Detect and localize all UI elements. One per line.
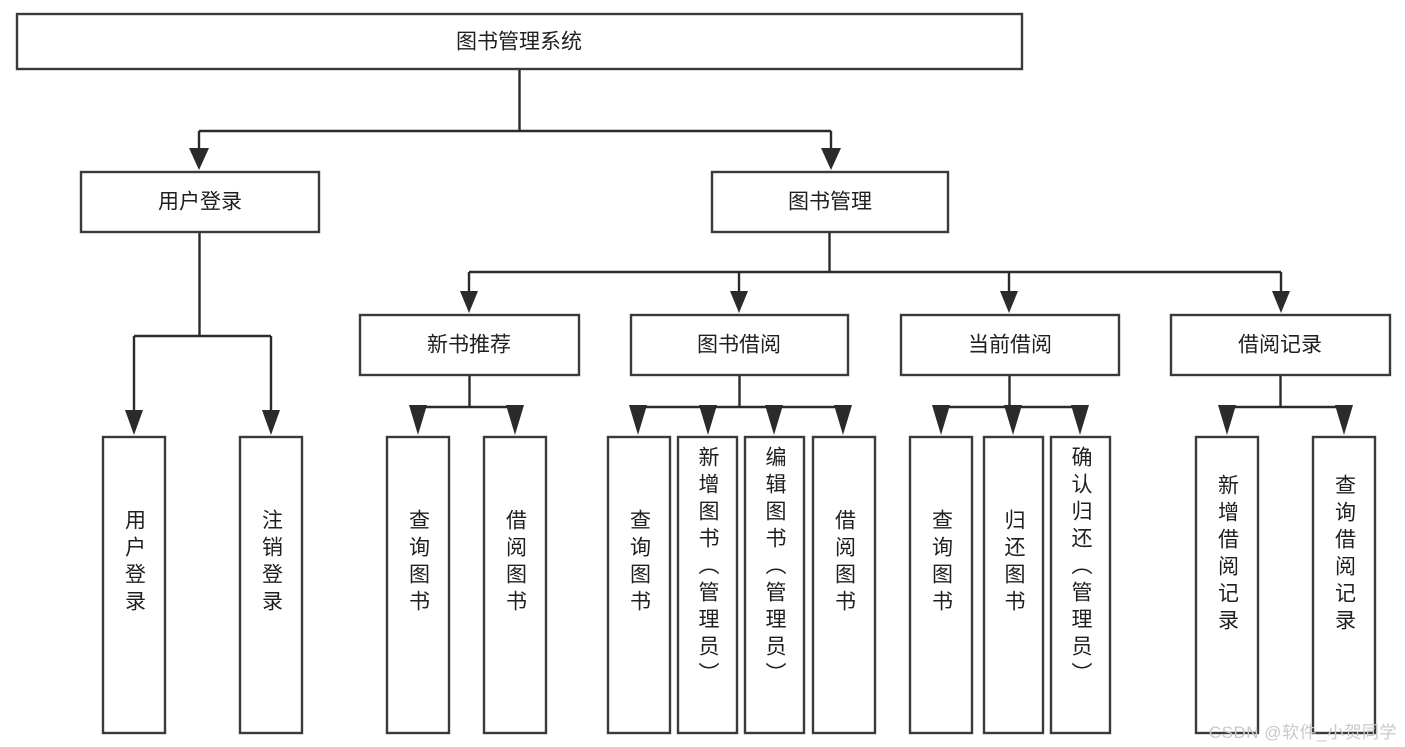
node-current-borrow-box[interactable] <box>899 313 1121 377</box>
node-root-box[interactable] <box>15 12 1024 71</box>
arrow-record-leaf-1 <box>1218 405 1236 435</box>
node-user-login-label: 用户登录 <box>158 191 242 214</box>
leaf-box-query-borrow-record[interactable] <box>1311 435 1377 735</box>
arrow-newbook-leaf-1 <box>409 405 427 435</box>
arrow-current-leaf-3 <box>1071 405 1089 435</box>
node-root[interactable]: 图书管理系统 <box>15 12 1024 71</box>
arrow-borrow-leaf-4 <box>834 405 852 435</box>
watermark: CSDN @软件_小贺同学 <box>1208 723 1397 742</box>
leaf-box-query-book-borrow[interactable] <box>606 435 672 735</box>
arrow-current-leaf-1 <box>932 405 950 435</box>
node-user-login-box[interactable] <box>79 170 321 234</box>
arrow-bookmgmt-to-newbook <box>460 291 478 313</box>
arrow-record-leaf-2 <box>1335 405 1353 435</box>
node-book-management-label: 图书管理 <box>788 191 872 214</box>
node-book-management[interactable]: 图书管理 <box>710 170 950 234</box>
leaf-box-query-book-rec[interactable] <box>385 435 451 735</box>
arrow-borrow-leaf-1 <box>629 405 647 435</box>
node-borrow-record-label: 借阅记录 <box>1238 334 1322 357</box>
node-new-book-recommend-box[interactable] <box>358 313 581 377</box>
arrow-root-to-user-login <box>189 148 209 170</box>
arrow-newbook-leaf-2 <box>506 405 524 435</box>
node-book-borrow-label: 图书借阅 <box>697 334 781 357</box>
node-book-borrow-box[interactable] <box>629 313 850 377</box>
leaf-box-add-borrow-record[interactable] <box>1194 435 1260 735</box>
node-root-label: 图书管理系统 <box>456 31 582 54</box>
arrow-bookmgmt-to-record <box>1272 291 1290 313</box>
node-new-book-recommend-label: 新书推荐 <box>427 334 511 357</box>
leaf-box-query-book-current[interactable] <box>908 435 974 735</box>
node-book-borrow[interactable]: 图书借阅 <box>629 313 850 377</box>
node-current-borrow-label: 当前借阅 <box>968 334 1052 357</box>
node-book-management-box[interactable] <box>710 170 950 234</box>
node-borrow-record-box[interactable] <box>1169 313 1392 377</box>
leaf-box-user-login[interactable] <box>101 435 167 735</box>
leaf-box-edit-book-admin[interactable] <box>743 435 806 735</box>
arrow-borrow-leaf-2 <box>699 405 717 435</box>
arrow-root-to-book-mgmt <box>821 148 841 170</box>
arrow-bookmgmt-to-borrow <box>730 291 748 313</box>
leaf-box-return-book[interactable] <box>982 435 1045 735</box>
connector-layer <box>125 69 1353 435</box>
node-layer: 图书管理系统 用户登录 图书管理 新书推荐 图书借阅 当前 <box>15 12 1392 735</box>
node-borrow-record[interactable]: 借阅记录 <box>1169 313 1392 377</box>
leaf-box-confirm-return-admin[interactable] <box>1049 435 1112 735</box>
arrow-bookmgmt-to-current <box>1000 291 1018 313</box>
leaf-box-logout[interactable] <box>238 435 304 735</box>
node-new-book-recommend[interactable]: 新书推荐 <box>358 313 581 377</box>
node-current-borrow[interactable]: 当前借阅 <box>899 313 1121 377</box>
arrow-userlogin-leaf-2 <box>262 410 280 435</box>
leaf-box-add-book-admin[interactable] <box>676 435 739 735</box>
arrow-borrow-leaf-3 <box>765 405 783 435</box>
node-user-login[interactable]: 用户登录 <box>79 170 321 234</box>
arrow-userlogin-leaf-1 <box>125 410 143 435</box>
arrow-current-leaf-2 <box>1004 405 1022 435</box>
leaf-box-borrow-book[interactable] <box>811 435 877 735</box>
leaf-box-borrow-book-rec[interactable] <box>482 435 548 735</box>
